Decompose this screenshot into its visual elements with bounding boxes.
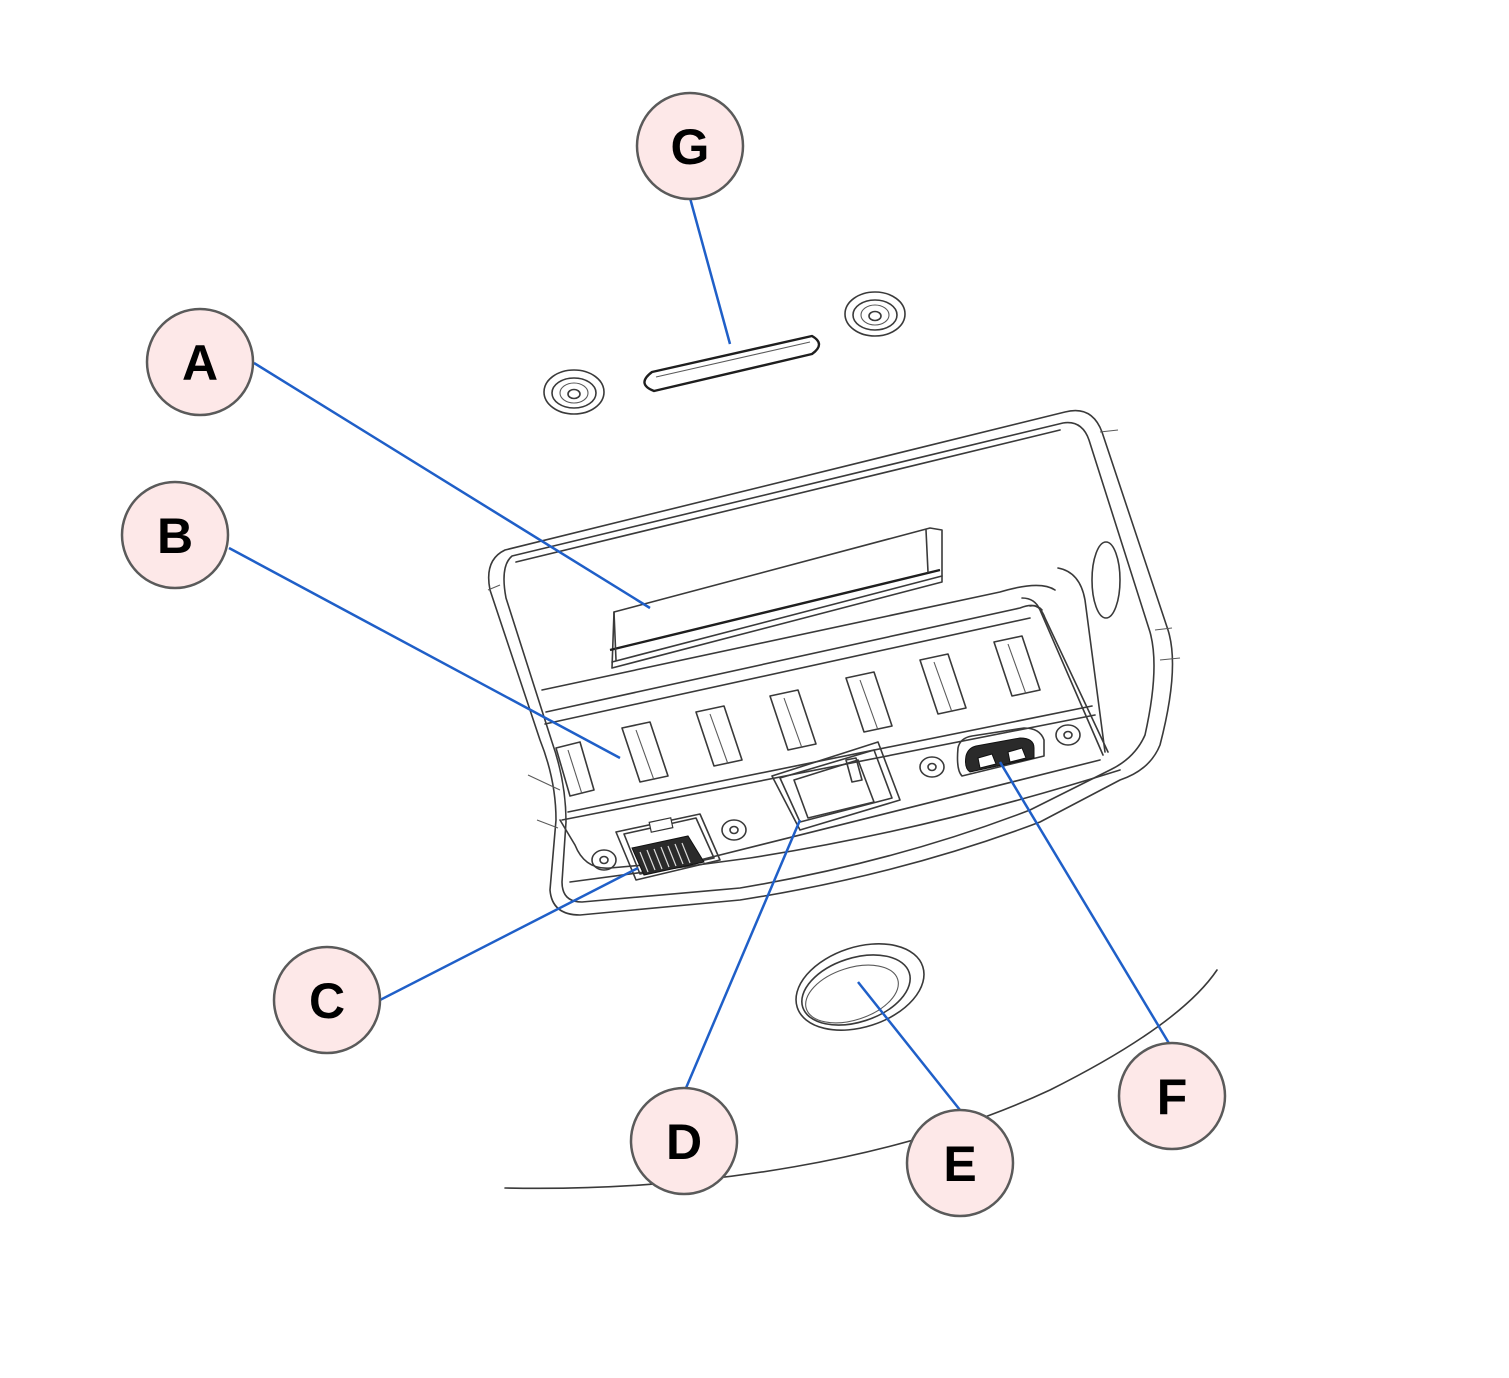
hdmi-port — [956, 727, 1045, 777]
top-slot — [643, 334, 821, 393]
callout-e-label: E — [943, 1136, 976, 1192]
callout-d-label: D — [666, 1114, 702, 1170]
top-right-screw — [844, 291, 906, 337]
top-left-screw — [543, 369, 605, 415]
vent-row — [555, 635, 1041, 797]
leader-line-e — [857, 981, 961, 1111]
vent-slot — [621, 721, 669, 783]
power-switch — [771, 741, 901, 831]
vent-slot — [845, 671, 893, 733]
callout-f: F — [1117, 1041, 1227, 1151]
base-body-curve — [504, 969, 1218, 1190]
panel-screw — [721, 819, 747, 841]
callout-g-label: G — [671, 119, 710, 175]
callout-b: B — [120, 480, 230, 590]
panel-screw — [591, 849, 617, 871]
callout-e: E — [905, 1108, 1015, 1218]
callout-c: C — [272, 945, 382, 1055]
callout-f-label: F — [1157, 1069, 1188, 1125]
leader-line-g — [688, 197, 732, 345]
callout-a: A — [145, 307, 255, 417]
ethernet-port — [615, 813, 721, 881]
vent-slot — [695, 705, 743, 767]
dock-housing — [487, 409, 1181, 916]
leader-line-a — [253, 361, 651, 610]
callout-a-label: A — [182, 335, 218, 391]
vent-slot — [993, 635, 1041, 697]
leader-line-d — [684, 819, 802, 1089]
callout-g: G — [635, 91, 745, 201]
panel-screw — [919, 756, 945, 778]
leader-line-c — [379, 866, 639, 1002]
panel-screw — [1055, 724, 1081, 746]
callout-c-label: C — [309, 973, 345, 1029]
callout-b-label: B — [157, 508, 193, 564]
base-round-button — [795, 943, 925, 1031]
callout-d: D — [629, 1086, 739, 1196]
leader-line-b — [228, 546, 621, 760]
vent-slot — [555, 741, 595, 797]
leader-line-f — [998, 761, 1172, 1046]
dock-connector-slot — [609, 527, 943, 669]
vent-slot — [919, 653, 967, 715]
vent-slot — [769, 689, 817, 751]
